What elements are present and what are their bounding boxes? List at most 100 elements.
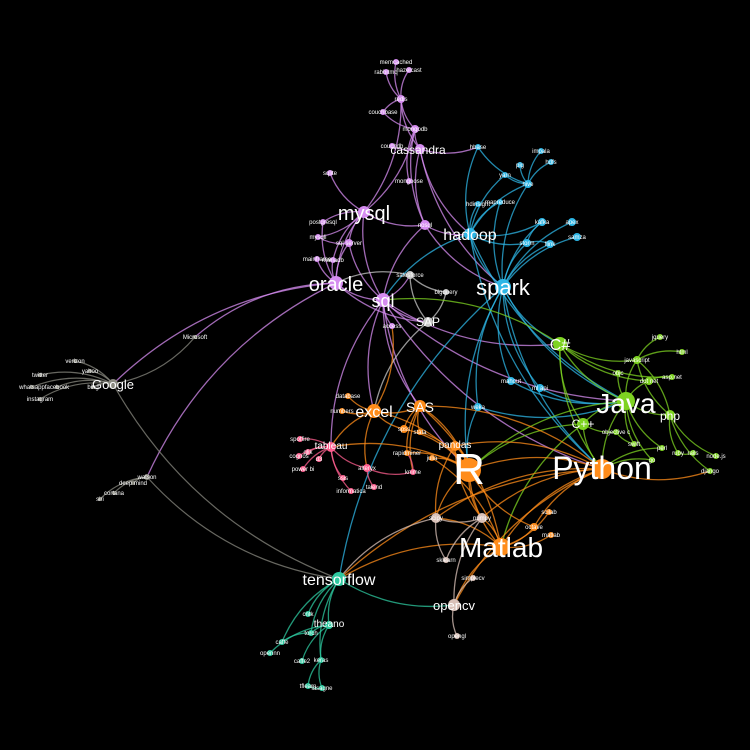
node-excel[interactable] [367,404,381,418]
node-kafka[interactable] [538,218,546,226]
node-impala[interactable] [538,148,544,154]
node-mapreduce[interactable] [497,199,503,205]
node-hdfs[interactable] [548,159,554,165]
node-rapidminer[interactable] [404,450,410,456]
node-informatica[interactable] [348,488,354,494]
node-keras[interactable] [318,657,324,663]
node-knime[interactable] [410,469,416,475]
node-opencv[interactable] [448,599,460,611]
node-database[interactable] [345,393,351,399]
node-yahoo[interactable] [88,369,92,373]
node-watson[interactable] [144,474,150,480]
node-pig[interactable] [517,162,523,168]
node-torch[interactable] [308,630,314,636]
node-sas[interactable] [414,400,426,412]
node-couchdb[interactable] [389,143,395,149]
node-rails[interactable] [690,450,696,456]
node-cortana[interactable] [112,491,116,495]
node-mysqli[interactable] [315,234,321,240]
node-caffe[interactable] [279,639,285,645]
node-couchbase[interactable] [380,109,386,115]
node-html[interactable] [679,349,685,355]
node-dotnet[interactable] [645,377,653,385]
node-twitter[interactable] [38,373,42,377]
node-mongoose[interactable] [406,178,412,184]
node-cassandra[interactable] [415,144,425,154]
node-sqlite[interactable] [327,170,333,176]
node-nosql[interactable] [420,220,430,230]
node-numbers[interactable] [339,408,345,414]
node-sap[interactable] [423,317,433,327]
node-flink[interactable] [546,240,554,248]
node-hbase[interactable] [475,144,481,150]
node-theano[interactable] [325,621,333,629]
node-tensorflow[interactable] [332,572,346,586]
node-ssis[interactable] [340,475,346,481]
node-mariadb[interactable] [330,257,336,263]
node-sqlserver[interactable] [345,239,353,247]
node-mllib[interactable] [536,384,544,392]
node-spss[interactable] [400,425,408,433]
node-cntk[interactable] [305,611,311,617]
node-numpy[interactable] [477,513,487,523]
node-spotfire[interactable] [297,436,303,442]
node-salesforce[interactable] [406,271,414,279]
node-nodejs[interactable] [713,453,719,459]
node-perl[interactable] [659,445,665,451]
node-simplecv[interactable] [470,575,476,581]
node-r[interactable] [457,458,481,482]
node-access[interactable] [389,323,395,329]
node-go[interactable] [649,457,655,463]
node-storm[interactable] [523,239,531,247]
node-tableau[interactable] [326,442,336,452]
node-bing[interactable] [91,385,95,389]
node-jquery[interactable] [657,334,663,340]
node-bigquery[interactable] [443,289,449,295]
node-talend[interactable] [371,484,377,490]
node-verizon[interactable] [73,359,77,363]
node-matlab[interactable] [492,538,510,556]
node-stata[interactable] [417,429,423,435]
node-hazelcast[interactable] [406,67,412,73]
node-qlik[interactable] [305,449,311,455]
node-cognos[interactable] [296,453,302,459]
node-javascript[interactable] [633,356,641,364]
node-tflearn[interactable] [305,683,311,689]
node-swift[interactable] [631,441,637,447]
node-mahout[interactable] [507,377,515,385]
node-weka[interactable] [474,403,482,411]
node-php[interactable] [665,410,675,420]
node-oracle[interactable] [329,276,343,290]
node-deepmind[interactable] [131,481,135,485]
node-siri[interactable] [98,497,102,501]
node-cpp[interactable] [577,418,589,430]
node-openglgl[interactable] [454,633,460,639]
node-google[interactable] [108,379,118,389]
node-apex[interactable] [568,218,576,226]
node-microsoft[interactable] [193,335,197,339]
node-csharp[interactable] [553,337,567,351]
node-opennn[interactable] [267,650,273,656]
node-whatsapp[interactable] [30,385,34,389]
node-scipy[interactable] [431,513,441,523]
node-aspnet[interactable] [669,374,675,380]
node-redis[interactable] [397,95,405,103]
node-objc[interactable] [615,370,621,376]
node-python[interactable] [592,459,612,479]
node-sql[interactable] [376,293,390,307]
node-objectivec[interactable] [613,429,619,435]
node-memcached[interactable] [393,59,399,65]
node-hive[interactable] [524,180,532,188]
node-mainframe[interactable] [314,256,320,262]
node-instagram[interactable] [38,397,42,401]
node-scilab[interactable] [546,509,552,515]
node-postgresql[interactable] [320,219,326,225]
node-facebook[interactable] [55,385,59,389]
node-hadoop[interactable] [464,228,476,240]
node-yarn[interactable] [502,172,508,178]
node-pandas[interactable] [450,441,460,451]
node-julia[interactable] [429,455,435,461]
node-powerbi[interactable] [300,466,306,472]
node-java[interactable] [617,392,635,410]
node-mathlab[interactable] [548,532,554,538]
